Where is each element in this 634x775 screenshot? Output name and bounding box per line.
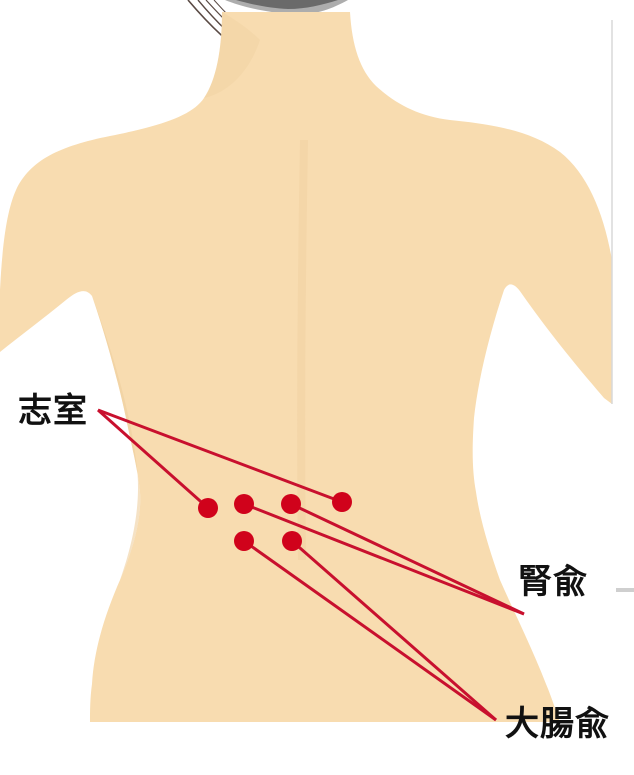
acupoint-jinyu-left	[234, 494, 254, 514]
neck-shadow	[204, 12, 260, 98]
acupoint-shishitsu-left	[198, 498, 218, 518]
label-daichoyu: 大腸兪	[505, 704, 610, 744]
acupoint-daichoyu-left	[234, 531, 254, 551]
acupoint-jinyu-right	[281, 494, 301, 514]
leader-line-jinyu-left	[243, 502, 525, 616]
acupoint-daichoyu-right	[282, 531, 302, 551]
leader-line-jinyu-right	[290, 502, 525, 616]
leader-lines	[97, 408, 525, 722]
label-jinyu: 腎兪	[518, 562, 588, 602]
back-silhouette	[0, 12, 612, 722]
leader-line-daichoyu-left	[243, 539, 497, 722]
acupoint-dots	[198, 492, 352, 551]
leader-line-shishitsu-left	[97, 408, 209, 510]
leader-line-daichoyu-right	[291, 539, 497, 722]
acupoint-shishitsu-right	[332, 492, 352, 512]
spine-shadow	[297, 140, 308, 560]
label-shishitsu: 志室	[18, 391, 88, 431]
leader-line-shishitsu-right	[97, 408, 343, 504]
